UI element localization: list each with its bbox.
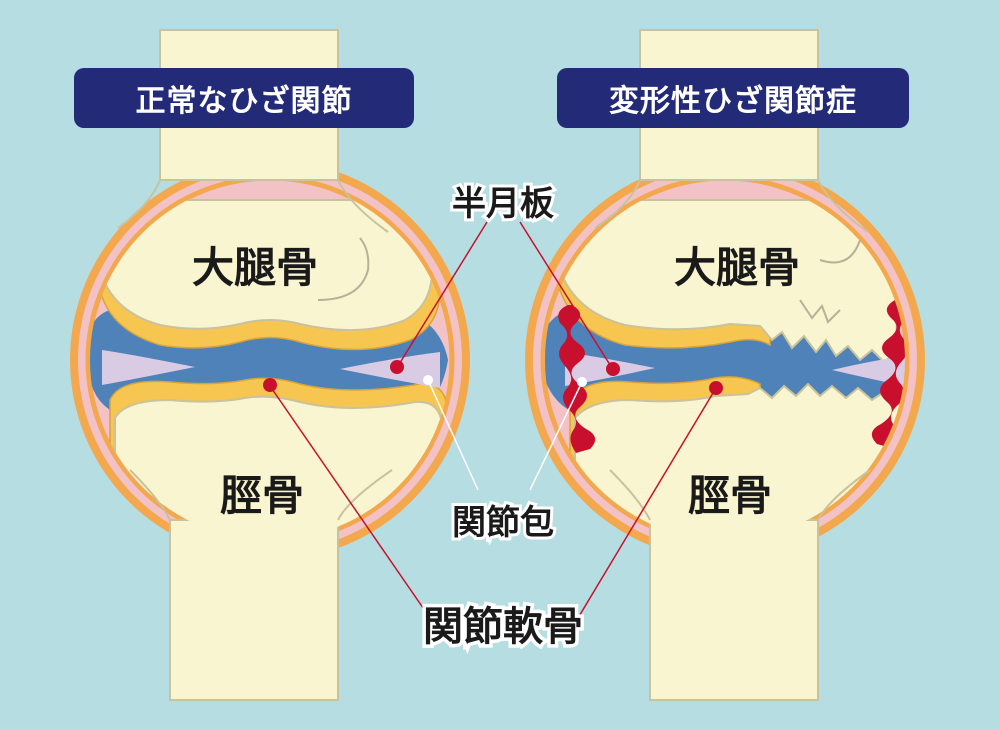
meniscus-left: [102, 350, 195, 385]
callout-meniscus: 半月板: [452, 184, 554, 224]
label-femur-left: 大腿骨: [192, 243, 318, 292]
oa-tibia-flare-left: [609, 469, 651, 521]
tibia-flare-right: [337, 469, 393, 521]
leader-cartilage-left: [269, 385, 431, 619]
leader-lines-capsule: [427, 379, 583, 491]
inflammation-right: [871, 300, 905, 448]
callout-capsule: 関節包: [452, 503, 554, 543]
leader-capsule-right: [529, 381, 583, 491]
oa-tibia-flare-right: [817, 469, 871, 521]
tibia-flare-left: [129, 469, 171, 521]
leader-meniscus-left: [397, 221, 488, 367]
callout-cartilage: 関節軟骨: [423, 604, 583, 650]
tibia-shaft: [169, 519, 339, 701]
inflammation-left: [558, 305, 596, 453]
oa-femur-condyle: [559, 199, 902, 364]
title-osteoarthritis-knee: 変形性ひざ関節症: [557, 68, 909, 128]
label-tibia-left: 脛骨: [220, 471, 304, 520]
leader-meniscus-right: [519, 221, 613, 369]
oa-femur-flare-right: [817, 179, 869, 233]
marker-cartilage-right: [709, 381, 723, 395]
leader-capsule-left: [427, 379, 479, 491]
marker-cartilage-left: [263, 378, 277, 392]
leader-cartilage-right: [577, 387, 717, 619]
femur-condyle: [99, 199, 433, 332]
bone-crack-lines: [799, 239, 861, 324]
marker-meniscus-left: [390, 360, 404, 374]
oa-femur-flare-left: [594, 179, 641, 229]
meniscus-right: [340, 352, 440, 388]
title-normal-knee: 正常なひざ関節: [74, 68, 414, 128]
femur-flare-left: [117, 179, 161, 229]
label-tibia-right: 脛骨: [688, 471, 772, 520]
femur-flare-right: [337, 179, 389, 233]
oa-tibia-shaft: [649, 519, 819, 701]
marker-meniscus-right: [606, 362, 620, 376]
osteoarthritis-knee: [525, 29, 925, 701]
normal-knee: [70, 29, 470, 701]
marker-capsule-right: [577, 377, 587, 387]
femur-notch-line: [317, 237, 370, 301]
leader-lines: [269, 221, 717, 619]
label-femur-right: 大腿骨: [674, 243, 800, 292]
marker-capsule-left: [423, 375, 433, 385]
oa-meniscus-right: [832, 356, 905, 386]
